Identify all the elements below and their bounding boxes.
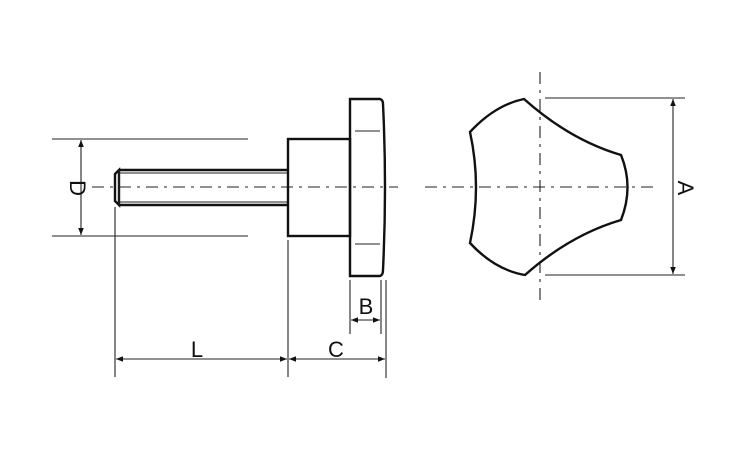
label-a: A — [673, 181, 698, 196]
dimension-d: D — [52, 138, 248, 237]
label-b: B — [359, 294, 374, 319]
dimension-a: A — [545, 97, 698, 276]
flange — [348, 97, 387, 278]
dimension-b: B — [351, 294, 380, 323]
label-l: L — [191, 337, 203, 362]
dimension-l: L — [116, 337, 287, 362]
label-d: D — [65, 180, 90, 196]
thread-shaft — [113, 167, 288, 208]
label-c: C — [328, 337, 344, 362]
dimension-c: C — [289, 337, 385, 362]
side-view: D L C B — [52, 97, 398, 378]
knob-outline — [468, 97, 629, 277]
front-view: A — [425, 72, 698, 303]
